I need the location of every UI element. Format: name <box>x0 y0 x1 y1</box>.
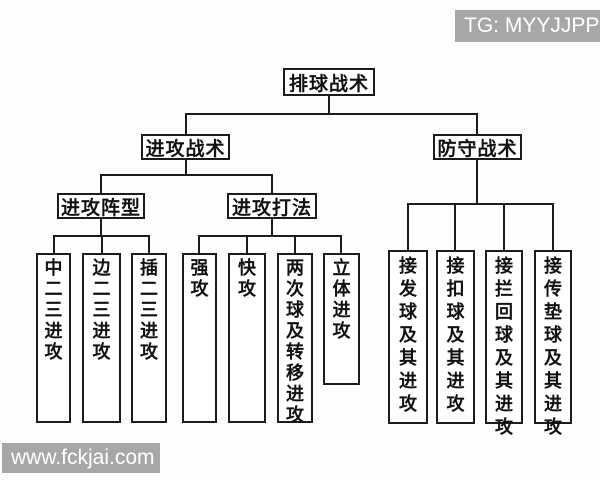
leaf-label: 快 攻 <box>238 258 256 300</box>
leaf-label: 接 扣 球 及 其 进 攻 <box>446 256 465 415</box>
node-offense-label: 进攻战术 <box>145 137 226 160</box>
leaf-node-defense-1: 接 发 球 及 其 进 攻 <box>388 250 428 424</box>
connector-line <box>100 174 273 176</box>
leaf-node-defense-4: 接 传 垫 球 及 其 进 攻 <box>534 250 572 438</box>
connector-line <box>476 113 478 135</box>
leaf-label: 插 二 三 进 攻 <box>140 258 158 363</box>
connector-line <box>454 203 456 251</box>
telegram-watermark-badge: TG: MYYJJPP <box>455 10 600 42</box>
leaf-node-method-4: 立 体 进 攻 <box>323 253 360 385</box>
connector-line <box>271 216 273 237</box>
website-watermark-badge: www.fckjai.com <box>2 443 160 473</box>
connector-line <box>198 235 200 254</box>
leaf-label: 中 二 三 进 攻 <box>44 258 63 363</box>
leaf-label: 接 传 垫 球 及 其 进 攻 <box>544 256 562 438</box>
leaf-node-formation-2: 边 二 三 进 攻 <box>82 253 121 423</box>
node-method-label: 进攻打法 <box>231 196 312 219</box>
connector-line <box>407 203 409 251</box>
leaf-label: 接 发 球 及 其 进 攻 <box>399 256 417 415</box>
connector-line <box>101 235 103 254</box>
connector-line <box>246 235 248 254</box>
node-offense-method: 进攻打法 <box>227 193 317 219</box>
connector-line <box>271 174 273 195</box>
leaf-label: 接 拦 回 球 及 其 进 攻 <box>495 256 513 438</box>
leaf-node-method-3: 两 次 球 及 转 移 进 攻 <box>277 253 313 426</box>
node-defense-label: 防守战术 <box>437 137 518 160</box>
connector-line <box>185 113 187 135</box>
connector-line <box>100 216 102 237</box>
node-formation-label: 进攻阵型 <box>60 196 141 219</box>
connector-line <box>198 235 342 237</box>
leaf-label: 边 二 三 进 攻 <box>92 258 111 363</box>
node-root-label: 排球战术 <box>288 72 369 95</box>
connector-line <box>503 203 505 251</box>
leaf-node-defense-3: 接 拦 回 球 及 其 进 攻 <box>485 250 523 438</box>
leaf-label: 两 次 球 及 转 移 进 攻 <box>286 258 304 426</box>
connector-line <box>148 235 150 254</box>
connector-line <box>185 158 187 176</box>
connector-line <box>294 235 296 254</box>
connector-line <box>328 94 330 115</box>
leaf-node-method-2: 快 攻 <box>228 253 266 423</box>
connector-line <box>100 174 102 195</box>
connector-line <box>185 113 478 115</box>
connector-line <box>552 203 554 251</box>
leaf-node-method-1: 强 攻 <box>182 253 217 423</box>
node-offense-tactics: 进攻战术 <box>141 134 230 160</box>
leaf-node-formation-3: 插 二 三 进 攻 <box>131 253 167 423</box>
node-root: 排球战术 <box>283 68 375 96</box>
leaf-label: 强 攻 <box>190 258 209 300</box>
connector-line <box>53 235 55 254</box>
connector-line <box>340 235 342 254</box>
leaf-label: 立 体 进 攻 <box>332 258 351 342</box>
leaf-node-formation-1: 中 二 三 进 攻 <box>36 253 71 423</box>
connector-line <box>407 203 554 205</box>
connector-line <box>476 158 478 205</box>
leaf-node-defense-2: 接 扣 球 及 其 进 攻 <box>436 250 475 424</box>
node-offense-formation: 进攻阵型 <box>57 193 145 219</box>
node-defense-tactics: 防守战术 <box>433 134 522 160</box>
